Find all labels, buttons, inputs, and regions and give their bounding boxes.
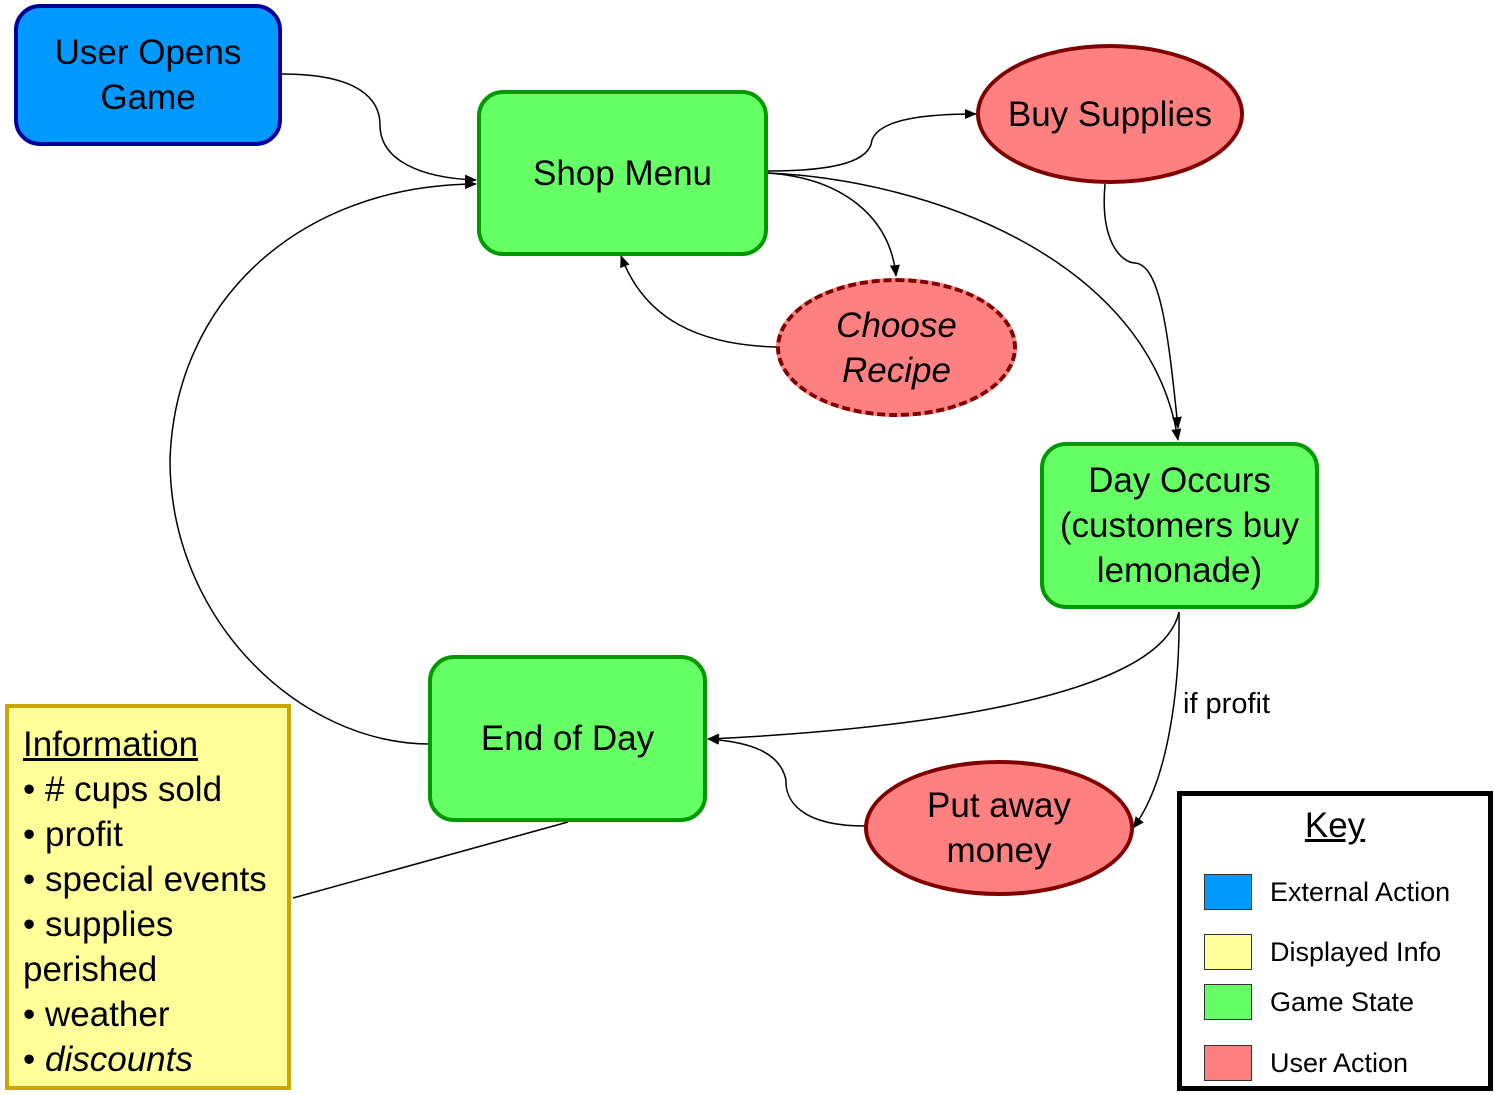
- node-shop-menu: Shop Menu: [477, 90, 768, 256]
- node-day-occurs: Day Occurs (customers buy lemonade): [1040, 442, 1319, 609]
- edge-shop-menu-to-buy-supplies: [767, 109, 977, 172]
- information-item: • profit: [23, 812, 287, 857]
- bullet: •: [23, 905, 36, 944]
- edge-day-occurs-to-put-away-money: [1132, 611, 1180, 829]
- information-item-text: # cups sold: [35, 770, 223, 809]
- key-entry-external-action: External Action: [1204, 872, 1450, 912]
- edge-end-of-day-to-information: [292, 821, 569, 899]
- edge-buy-supplies-to-day-occurs: [1103, 183, 1182, 429]
- key-swatch: [1204, 1045, 1252, 1081]
- information-item-text: profit: [35, 815, 123, 854]
- key-legend: Key External Action Displayed Info Game …: [1177, 791, 1493, 1091]
- key-entry-label: External Action: [1270, 876, 1451, 907]
- information-item: • weather: [23, 992, 287, 1037]
- information-item: perished: [23, 947, 287, 992]
- information-item-text: special events: [35, 860, 267, 899]
- bullet: •: [23, 815, 36, 854]
- information-item: • supplies: [23, 902, 287, 947]
- edge-end-of-day-to-shop-menu: [169, 179, 477, 745]
- key-entry-game-state: Game State: [1204, 982, 1414, 1022]
- edge-day-occurs-to-end-of-day: [707, 611, 1180, 744]
- key-entry-user-action: User Action: [1204, 1043, 1408, 1083]
- information-item-text: weather: [35, 995, 170, 1034]
- bullet: •: [23, 770, 36, 809]
- information-item: • special events: [23, 857, 287, 902]
- key-title: Key: [1304, 806, 1366, 845]
- bullet: •: [23, 995, 36, 1034]
- information-item-text: perished: [23, 950, 158, 989]
- information-item-text: discounts: [35, 1040, 193, 1079]
- key-swatch: [1204, 984, 1252, 1020]
- node-user-opens-game: User Opens Game: [14, 4, 282, 146]
- information-item-text: supplies: [35, 905, 174, 944]
- information-item: • # cups sold: [23, 767, 287, 812]
- edge-label-if-profit: if profit: [1183, 688, 1271, 720]
- node-choose-recipe: Choose Recipe: [776, 278, 1017, 417]
- key-entry-displayed-info: Displayed Info: [1204, 932, 1441, 972]
- information-title: Information: [23, 725, 199, 764]
- edge-choose-recipe-to-shop-menu: [620, 255, 777, 348]
- edge-user-opens-to-shop-menu: [281, 73, 477, 185]
- edge-shop-menu-to-day-occurs: [767, 172, 1182, 441]
- bullet: •: [23, 1040, 36, 1079]
- edge-put-away-money-to-end-of-day: [707, 734, 866, 827]
- key-entry-label: Displayed Info: [1270, 936, 1442, 967]
- node-put-away-money: Put away money: [864, 760, 1134, 896]
- edge-shop-menu-to-choose-recipe: [767, 172, 900, 277]
- node-buy-supplies: Buy Supplies: [976, 44, 1244, 184]
- node-end-of-day: End of Day: [428, 655, 707, 822]
- information-item: • discounts: [23, 1037, 287, 1082]
- key-swatch: [1204, 934, 1252, 970]
- key-entry-label: User Action: [1270, 1047, 1409, 1078]
- key-swatch: [1204, 874, 1252, 910]
- key-entry-label: Game State: [1270, 986, 1415, 1017]
- information-panel: Information • # cups sold • profit • spe…: [5, 704, 291, 1090]
- bullet: •: [23, 860, 36, 899]
